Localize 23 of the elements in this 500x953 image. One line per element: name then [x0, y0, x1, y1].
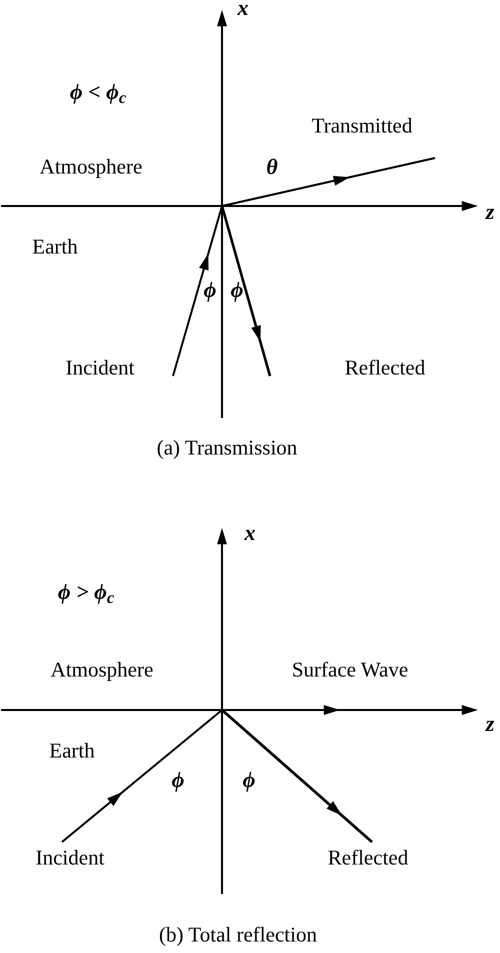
- axis-label: x: [244, 522, 256, 544]
- region-label: Earth: [49, 740, 95, 762]
- ray-label: Reflected: [344, 358, 426, 378]
- axis-label: x: [238, 0, 248, 19]
- axis-label: z: [486, 713, 494, 735]
- region-label: Earth: [32, 236, 78, 258]
- ray-label: Reflected: [328, 848, 408, 868]
- ray-label: Incident: [36, 848, 104, 868]
- angle-label: ϕ: [172, 769, 184, 791]
- angle-label: θ: [266, 156, 278, 178]
- ray-label: Incident: [66, 358, 134, 378]
- axis-label: z: [486, 201, 494, 223]
- region-label: Atmosphere: [40, 156, 142, 178]
- angle-label: ϕ: [204, 279, 216, 301]
- angle-label: ϕ: [242, 769, 256, 791]
- panel-caption: (a) Transmission: [156, 438, 298, 458]
- angle-label: ϕ: [230, 279, 244, 301]
- region-label: Atmosphere: [50, 660, 154, 680]
- condition-label: ϕ < ϕ$_{c}$: [70, 81, 126, 103]
- condition-label: ϕ > ϕ$_{c}$: [58, 581, 114, 603]
- panel-caption: (b) Total reflection: [159, 924, 317, 946]
- ray-label: Transmitted: [312, 116, 412, 136]
- ray-label: Surface Wave: [292, 660, 408, 680]
